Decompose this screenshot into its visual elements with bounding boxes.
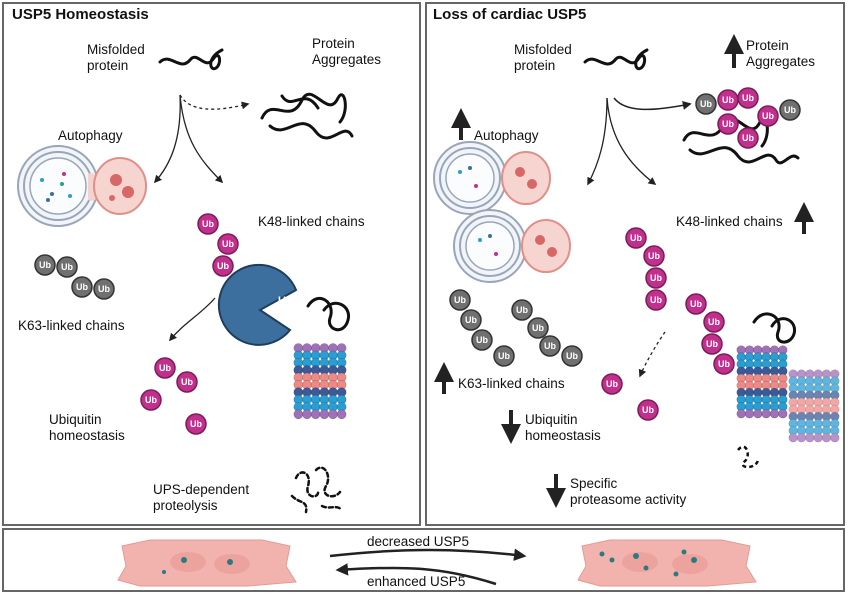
protein-aggregates-icon: [260, 92, 354, 140]
ubiquitinated-aggregates-icon: Ub Ub Ub Ub Ub Ub Ub: [682, 87, 801, 165]
right-aggregates-label-1: Protein: [746, 38, 789, 53]
autophagosome-icon: [17, 145, 147, 227]
right-proteasome-label-2: proteasome activity: [570, 492, 687, 507]
left-k48-label: K48-linked chains: [258, 214, 365, 229]
free-ubiquitin-right: Ub Ub: [601, 373, 659, 421]
svg-text:Ub: Ub: [465, 315, 477, 325]
svg-text:Ub: Ub: [566, 351, 578, 361]
svg-text:Ub: Ub: [159, 363, 171, 373]
svg-text:Ub: Ub: [217, 261, 229, 271]
svg-text:Ub: Ub: [650, 273, 662, 283]
svg-text:Ub: Ub: [516, 305, 528, 315]
free-ubiquitin-left: Ub Ub Ub Ub: [140, 357, 207, 435]
arrow-reduced-deubiquitination: [638, 331, 666, 378]
left-aggregates-label-2: Aggregates: [312, 52, 382, 67]
svg-text:Ub: Ub: [650, 295, 662, 305]
right-autophagy-label: Autophagy: [474, 128, 539, 143]
usp5-label: USP5: [278, 295, 307, 307]
arrow-deubiquitination: [169, 297, 216, 342]
k48-chain-right: Ub Ub Ub Ub Ub Ub Ub Ub: [625, 227, 735, 375]
svg-text:Ub: Ub: [202, 219, 214, 229]
left-aggregates-label-1: Protein: [312, 36, 355, 51]
proteasome-right-icon: [736, 345, 788, 419]
left-k63-label: K63-linked chains: [18, 318, 125, 333]
left-panel-frame: [2, 2, 421, 526]
svg-text:Ub: Ub: [222, 239, 234, 249]
right-ub-homeostasis-label-1: Ubiquitin: [525, 412, 578, 427]
svg-text:Ub: Ub: [98, 284, 110, 294]
svg-text:Ub: Ub: [454, 295, 466, 305]
arrow-to-k48: [179, 94, 224, 184]
svg-text:Ub: Ub: [784, 105, 796, 115]
proteasome-left-icon: [293, 343, 347, 420]
svg-text:Ub: Ub: [700, 99, 712, 109]
svg-text:Ub: Ub: [498, 351, 510, 361]
arrow-to-autophagy: [153, 94, 181, 184]
svg-text:Ub: Ub: [61, 262, 73, 272]
misfolded-protein-icon: [158, 48, 224, 71]
right-ub-homeostasis-label-2: homeostasis: [525, 428, 601, 443]
svg-text:Ub: Ub: [630, 233, 642, 243]
substrate-protein-icon: [306, 297, 351, 332]
k63-chains-right: Ub Ub Ub Ub Ub Ub Ub Ub: [449, 289, 583, 367]
bottom-panel-frame: [2, 528, 845, 592]
cardiomyocyte-normal-icon: [117, 539, 297, 587]
fragments-right-icon: [737, 445, 760, 469]
svg-text:Ub: Ub: [76, 282, 88, 292]
decreased-usp5-arrow: [329, 548, 527, 561]
svg-text:Ub: Ub: [181, 377, 193, 387]
misfolded-protein-icon-right: [583, 48, 649, 71]
right-misfolded-label-2: protein: [514, 58, 556, 73]
left-ups-label-1: UPS-dependent: [153, 482, 250, 497]
enhanced-usp5-arrow: [335, 563, 497, 586]
left-ups-label-2: proteolysis: [153, 498, 218, 513]
k63-chain-left: Ub Ub Ub Ub: [34, 254, 115, 300]
left-ub-homeostasis-label-2: homeostasis: [49, 428, 125, 443]
svg-text:Ub: Ub: [532, 323, 544, 333]
left-misfolded-label-1: Misfolded: [87, 42, 145, 57]
svg-text:Ub: Ub: [642, 405, 654, 415]
right-k63-label: K63-linked chains: [458, 376, 565, 391]
left-ub-homeostasis-label-1: Ubiquitin: [49, 412, 102, 427]
enhanced-usp5-label: enhanced USP5: [367, 574, 466, 589]
left-panel-title: USP5 Homeostasis: [12, 6, 149, 23]
svg-text:Ub: Ub: [718, 359, 730, 369]
usp5-enzyme-icon: [217, 263, 298, 346]
arrow-right-to-k48: [606, 97, 657, 185]
svg-text:Ub: Ub: [476, 335, 488, 345]
arrow-to-aggregates-dashed: [179, 94, 250, 110]
right-misfolded-label-1: Misfolded: [514, 42, 572, 57]
svg-text:Ub: Ub: [742, 133, 754, 143]
svg-text:Ub: Ub: [190, 419, 202, 429]
svg-text:Ub: Ub: [706, 339, 718, 349]
svg-text:Ub: Ub: [742, 93, 754, 103]
right-proteasome-label-1: Specific: [570, 476, 618, 491]
right-k48-label: K48-linked chains: [676, 214, 783, 229]
autophagosome-icon-right-1: [433, 141, 551, 215]
arrow-right-to-autophagy: [587, 97, 608, 186]
right-panel-frame: [425, 2, 845, 526]
right-aggregates-label-2: Aggregates: [746, 54, 816, 69]
svg-text:Ub: Ub: [722, 119, 734, 129]
svg-text:Ub: Ub: [145, 395, 157, 405]
svg-text:Ub: Ub: [544, 341, 556, 351]
substrate-protein-icon-right: [752, 312, 797, 344]
svg-text:Ub: Ub: [39, 260, 51, 270]
left-autophagy-label: Autophagy: [58, 128, 123, 143]
svg-text:Ub: Ub: [708, 317, 720, 327]
arrow-right-to-aggregates: [613, 97, 692, 111]
left-misfolded-label-2: protein: [87, 58, 129, 73]
svg-text:Ub: Ub: [722, 95, 734, 105]
right-panel-title: Loss of cardiac USP5: [433, 6, 587, 23]
svg-text:Ub: Ub: [606, 379, 618, 389]
decreased-usp5-label: decreased USP5: [367, 534, 470, 549]
peptide-fragments-icon: [290, 466, 344, 514]
svg-text:Ub: Ub: [648, 251, 660, 261]
svg-text:Ub: Ub: [690, 299, 702, 309]
proteasome-right-faded-icon: [788, 369, 840, 443]
svg-text:Ub: Ub: [762, 111, 774, 121]
cardiomyocyte-stressed-icon: [577, 539, 757, 587]
autophagosome-icon-right-2: [453, 209, 571, 283]
